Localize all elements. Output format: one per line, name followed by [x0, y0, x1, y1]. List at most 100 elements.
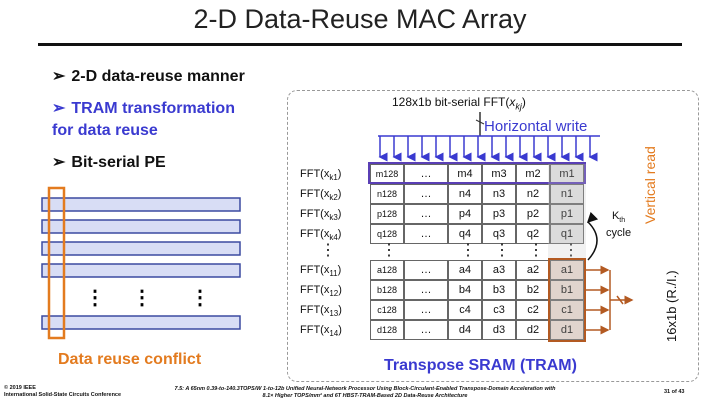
- tram-cell: n3: [482, 184, 516, 204]
- tram-cell-first: q1: [550, 224, 584, 244]
- pe-bar: [41, 197, 241, 212]
- bullet-arrow-icon: ➢: [52, 100, 66, 117]
- tram-cell: p2: [516, 204, 550, 224]
- tram-cell: …: [404, 320, 448, 340]
- vdots: ⋮: [190, 287, 210, 309]
- tram-cell: q2: [516, 224, 550, 244]
- tram-cell-first: p1: [550, 204, 584, 224]
- tram-cell-first: n1: [550, 184, 584, 204]
- tram-cell: …: [404, 204, 448, 224]
- tram-cell: q128: [370, 224, 404, 244]
- tram-cell: m4: [448, 164, 482, 184]
- bit-serial-fft-label: 128x1b bit-serial FFT(xkj): [392, 95, 526, 111]
- pe-bar: [41, 241, 241, 256]
- bus-slash-icon: [475, 119, 485, 125]
- tram-cell: …: [404, 184, 448, 204]
- row-label: FFT(xk2): [300, 188, 342, 203]
- tram-cell: …: [404, 224, 448, 244]
- read-width-label: 16x1b (R./I.): [664, 270, 679, 342]
- tram-cell: …: [404, 280, 448, 300]
- tram-caption: Transpose SRAM (TRAM): [384, 357, 577, 374]
- row-label: FFT(x14): [300, 324, 342, 339]
- tram-cell: n2: [516, 184, 550, 204]
- bullet-text-line2: for data reuse: [52, 122, 158, 139]
- row-label: FFT(x11): [300, 264, 342, 279]
- data-reuse-conflict-diagram: ⋮ ⋮ ⋮: [41, 186, 241, 340]
- row-label: FFT(x13): [300, 304, 342, 319]
- tram-cell-read: d1: [550, 320, 584, 340]
- bullet-arrow-icon: ➢: [52, 68, 66, 85]
- column-shade: [548, 164, 586, 342]
- tram-cell: b2: [516, 280, 550, 300]
- label-text: 128x1b bit-serial FFT(: [392, 95, 510, 109]
- tram-cell: c4: [448, 300, 482, 320]
- tram-cell: p3: [482, 204, 516, 224]
- write-arrows: [378, 136, 598, 162]
- row-label: FFT(xk1): [300, 168, 342, 183]
- pe-bars: [41, 197, 241, 330]
- bullet-bit-serial: ➢ Bit-serial PE: [52, 152, 166, 172]
- tram-cell-read: b1: [550, 280, 584, 300]
- read-out-arrows: [586, 265, 634, 335]
- pe-bar: [41, 263, 241, 278]
- row-label: FFT(xk4): [300, 228, 342, 243]
- bullet-text: 2-D data-reuse manner: [71, 68, 245, 85]
- vdots: ⋮: [381, 242, 397, 259]
- tram-cell: c3: [482, 300, 516, 320]
- tram-cell: b128: [370, 280, 404, 300]
- footer-paper-title: 7.5: A 65nm 0.39-to-140.3TOPS/W 1-to-12b…: [174, 386, 556, 399]
- tram-cell: c128: [370, 300, 404, 320]
- tram-cell-read: c1: [550, 300, 584, 320]
- tram-cell: n4: [448, 184, 482, 204]
- tram-dashed-frame: [287, 90, 699, 382]
- vertical-read-label: Vertical read: [642, 146, 658, 224]
- tram-cell: d3: [482, 320, 516, 340]
- tram-cell: …: [404, 260, 448, 280]
- horizontal-write-highlight: [368, 162, 586, 184]
- tram-cell: d128: [370, 320, 404, 340]
- write-bus-arrows: [378, 112, 600, 162]
- bullet-arrow-icon: ➢: [52, 154, 66, 171]
- tram-cell: d4: [448, 320, 482, 340]
- kth-cycle-arrow: [586, 211, 599, 261]
- tram-cell: n128: [370, 184, 404, 204]
- vdots: ⋮: [528, 242, 544, 259]
- vdots: ⋮: [563, 242, 579, 259]
- tram-cell: a2: [516, 260, 550, 280]
- tram-cell: a4: [448, 260, 482, 280]
- tram-cell: b4: [448, 280, 482, 300]
- vdots: ⋮: [85, 287, 105, 309]
- bullet-tram-transform: ➢ TRAM transformation for data reuse: [52, 98, 235, 142]
- tram-cell: p4: [448, 204, 482, 224]
- bullet-data-reuse: ➢ 2-D data-reuse manner: [52, 66, 245, 86]
- label-var: x: [509, 95, 516, 109]
- label-close: ): [521, 95, 526, 109]
- tram-cell: q4: [448, 224, 482, 244]
- bullet-text: Bit-serial PE: [71, 154, 166, 171]
- vdots: ⋮: [460, 242, 476, 259]
- row-label: FFT(x12): [300, 284, 342, 299]
- tram-cell: a128: [370, 260, 404, 280]
- row-label: FFT(xk3): [300, 208, 342, 223]
- tram-cell: c2: [516, 300, 550, 320]
- data-reuse-conflict-caption: Data reuse conflict: [58, 351, 202, 368]
- vdots: ⋮: [132, 287, 152, 309]
- slide-title: 2-D Data-Reuse MAC Array: [193, 4, 527, 34]
- vdots: ⋮: [494, 242, 510, 259]
- pe-bar: [41, 219, 241, 234]
- horizontal-write-label: Horizontal write: [484, 118, 588, 135]
- vertical-read-highlight: [548, 258, 586, 342]
- tram-cell: q3: [482, 224, 516, 244]
- title-underline: [38, 43, 682, 46]
- tram-cell: …: [404, 300, 448, 320]
- tram-cell: p128: [370, 204, 404, 224]
- pe-bar: [41, 315, 241, 330]
- tram-cell-read: a1: [550, 260, 584, 280]
- tram-cell: b3: [482, 280, 516, 300]
- label-sub: kj: [515, 101, 522, 112]
- bullet-text-line1: TRAM transformation: [71, 100, 235, 117]
- kth-cycle-label: Kth cycle: [606, 210, 632, 240]
- read-arrows: [586, 211, 634, 335]
- footer-page-number: 31 of 43: [664, 389, 685, 395]
